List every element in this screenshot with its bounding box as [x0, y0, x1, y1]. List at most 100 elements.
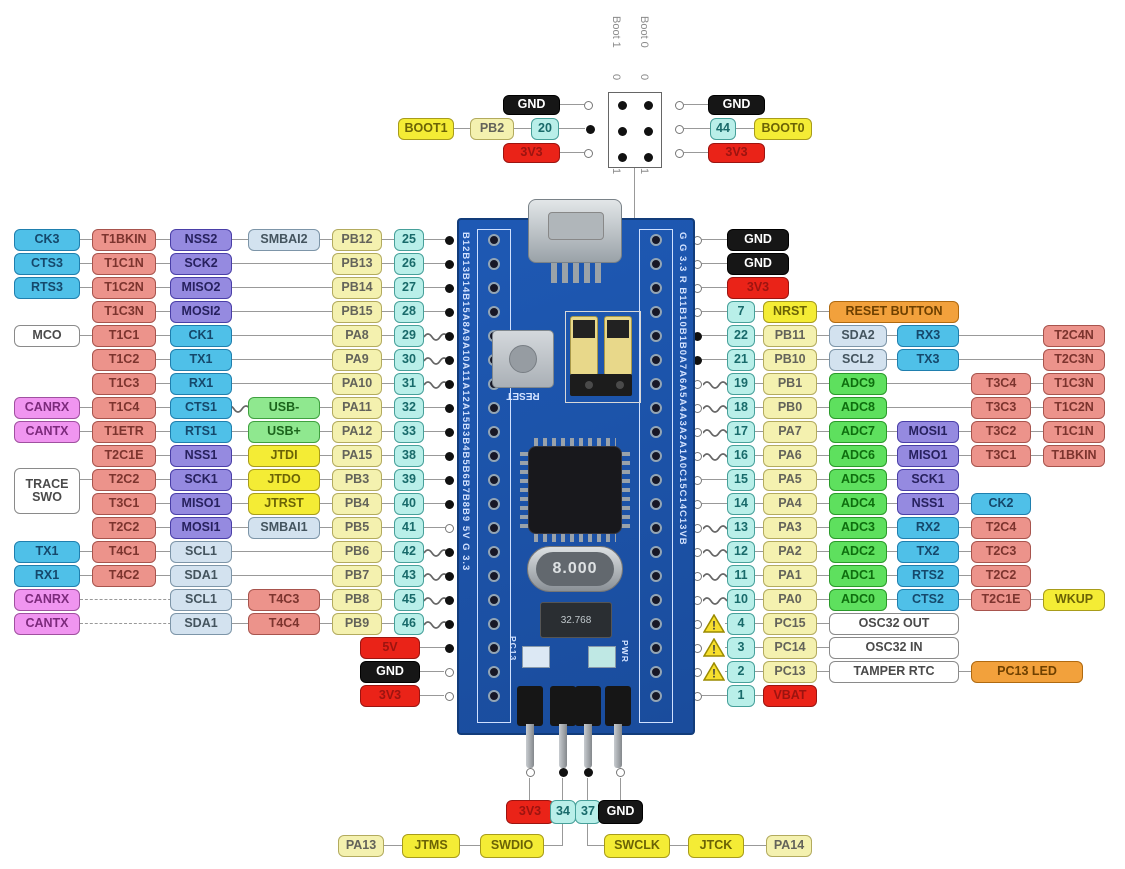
func-box: T1BKIN	[92, 229, 156, 251]
func-box: T1C1N	[92, 253, 156, 275]
func-box: TX3	[897, 349, 959, 371]
wire-dashed	[80, 623, 176, 624]
func-box: T4C4	[248, 613, 320, 635]
func-box: T2C2	[92, 469, 156, 491]
func-box: ADC1	[829, 565, 887, 587]
pin-number-box: 46	[394, 613, 424, 635]
func-box: T1ETR	[92, 421, 156, 443]
squiggle-icon	[423, 546, 449, 564]
pin-hole	[488, 618, 500, 630]
led-pwr	[588, 646, 616, 668]
func-box: T1C2	[92, 349, 156, 371]
swclk-box: SWCLK	[604, 834, 670, 858]
wire	[727, 383, 1095, 384]
func-box: T2C3	[971, 541, 1031, 563]
wire	[702, 479, 949, 480]
port-box: PA7	[763, 421, 817, 443]
func-box: T1C3N	[1043, 373, 1105, 395]
swd-header-block	[605, 686, 631, 726]
pin-hole	[488, 594, 500, 606]
pin-strip-right	[639, 229, 673, 723]
pin-strip-left	[477, 229, 511, 723]
usb-pin	[573, 263, 579, 283]
func-box: CK3	[14, 229, 80, 251]
power-box-left: 5V	[360, 637, 420, 659]
warning-icon: !	[702, 613, 726, 638]
pin-hole	[650, 642, 662, 654]
pin-number-box: 43	[394, 565, 424, 587]
pin-hole	[650, 546, 662, 558]
wire	[384, 845, 402, 846]
func-box: SCK2	[170, 253, 232, 275]
func-box: MOSI1	[170, 517, 232, 539]
pin-number-box: 15	[727, 469, 755, 491]
pin-hole	[488, 570, 500, 582]
func-box: T2C4	[971, 517, 1031, 539]
pin-hole	[650, 498, 662, 510]
pin-hole	[488, 546, 500, 558]
pin-hole	[650, 378, 662, 390]
pin-number-box: 39	[394, 469, 424, 491]
pin-circle	[444, 523, 454, 533]
pin-number-box: 31	[394, 373, 424, 395]
pin-number-box: 42	[394, 541, 424, 563]
wire	[702, 263, 740, 264]
wire	[727, 407, 1095, 408]
func-box: ADC2	[829, 541, 887, 563]
chip-pins-bottom	[534, 533, 616, 542]
pin-number-box: 33	[394, 421, 424, 443]
func-box: CANTX	[14, 613, 80, 635]
usb-pin	[551, 263, 557, 283]
swd-header-pin	[559, 724, 567, 768]
pin-hole	[488, 498, 500, 510]
pin-20-box: 20	[531, 118, 559, 140]
pin-circle	[674, 100, 684, 110]
solder-dot	[617, 152, 627, 162]
pin-hole	[650, 594, 662, 606]
crystal-8mhz-face: 8.000	[536, 552, 614, 586]
pin-circle	[616, 767, 625, 777]
pin-hole	[650, 354, 662, 366]
port-box: PA3	[763, 517, 817, 539]
usb-connector-slot	[548, 212, 604, 240]
func-box: SCK1	[170, 469, 232, 491]
jtms-box: JTMS	[402, 834, 460, 858]
gnd-box-bottom: GND	[598, 800, 643, 824]
pin-44-box: 44	[710, 118, 736, 140]
func-box: WKUP	[1043, 589, 1105, 611]
pin-number-box: 16	[727, 445, 755, 467]
wire	[416, 647, 445, 648]
pin-hole	[488, 474, 500, 486]
port-box: PB9	[332, 613, 382, 635]
pin-circle	[674, 124, 684, 134]
port-box: NRST	[763, 301, 817, 323]
func-box: TX2	[897, 541, 959, 563]
wire	[416, 695, 444, 696]
pin-hole	[650, 522, 662, 534]
func-box: T2C2	[971, 565, 1031, 587]
usb-pin	[562, 263, 568, 283]
pin-hole	[488, 234, 500, 246]
func-box: T3C2	[971, 421, 1031, 443]
func-box: CTS1	[170, 397, 232, 419]
solder-dot	[692, 355, 702, 365]
func-box: T4C2	[92, 565, 156, 587]
func-box: T1C2N	[1043, 397, 1105, 419]
solder-dot	[643, 152, 653, 162]
func-box: T4C3	[248, 589, 320, 611]
port-box: PB5	[332, 517, 382, 539]
port-box: PA0	[763, 589, 817, 611]
func-box: T2C2	[92, 517, 156, 539]
gnd-box: GND	[708, 95, 765, 115]
pin-number-box: 11	[727, 565, 755, 587]
pin-hole	[650, 306, 662, 318]
pin-circle	[444, 691, 454, 701]
func-box: ADC3	[829, 517, 887, 539]
func-box: ADC5	[829, 469, 887, 491]
pb2-box: PB2	[470, 118, 514, 140]
pin-hole	[650, 234, 662, 246]
boot0-box: BOOT0	[754, 118, 812, 140]
wire	[684, 152, 708, 153]
jumper-one-left: 1	[610, 168, 622, 175]
func-box: RTS3	[14, 277, 80, 299]
